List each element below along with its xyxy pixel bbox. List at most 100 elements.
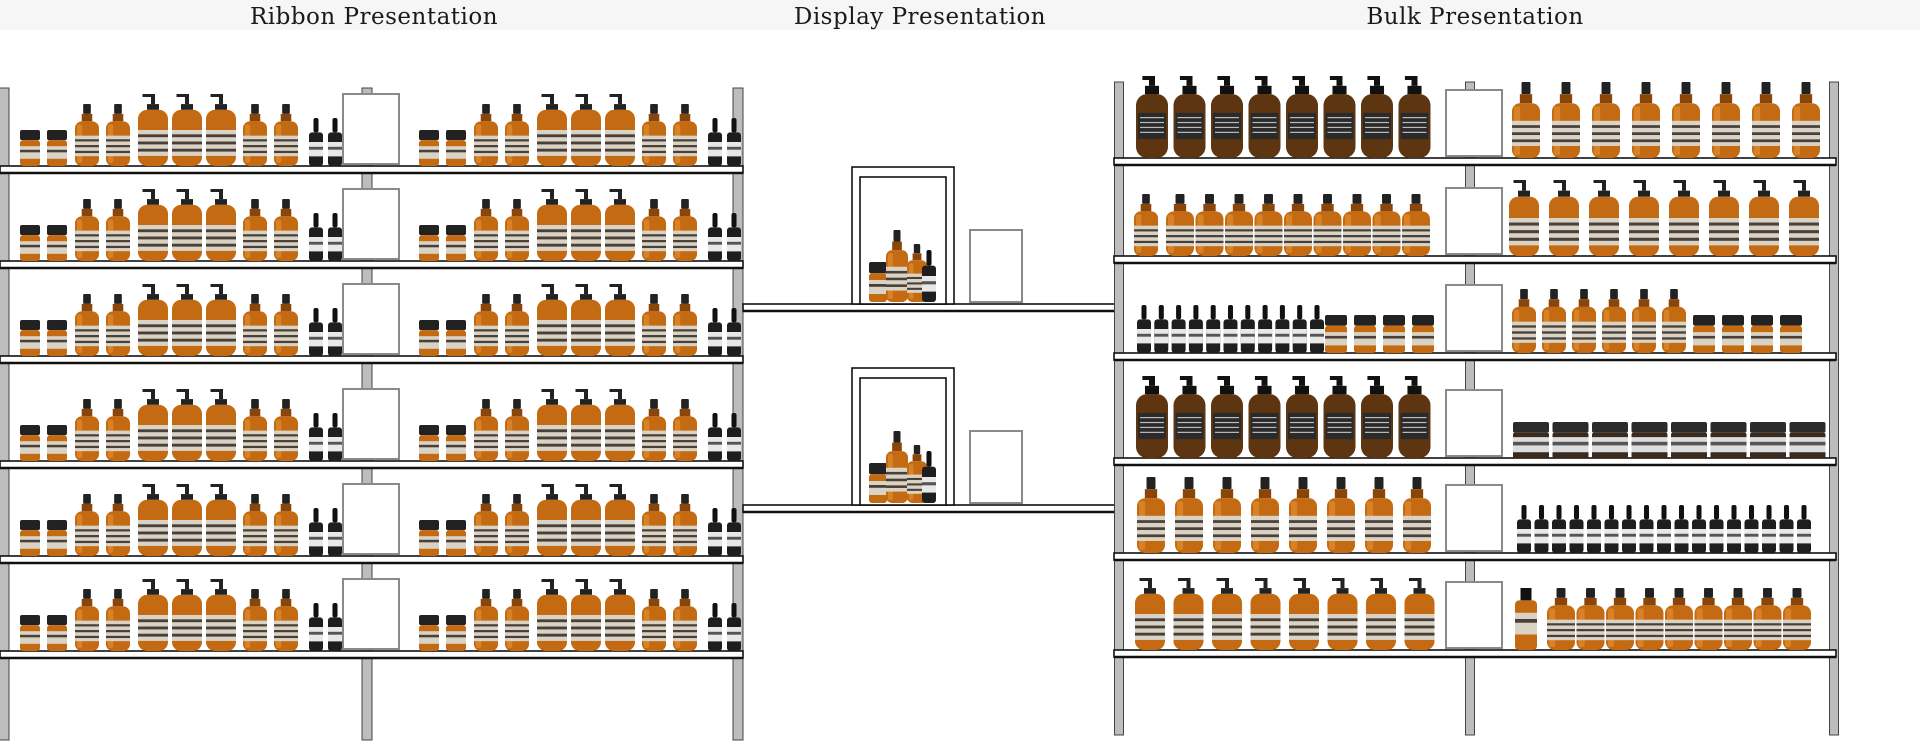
dropper-bottle-icon — [1762, 505, 1776, 553]
amber-bottle-icon — [505, 199, 529, 261]
pump-bottle-icon — [1589, 180, 1619, 256]
pump-bottle-icon — [1173, 376, 1206, 458]
dropper-bottle-icon — [922, 451, 936, 503]
amber-bottle-icon — [1137, 477, 1165, 553]
amber-bottle-icon — [1402, 194, 1430, 256]
dropper-bottle-icon — [1709, 505, 1724, 553]
display-card — [969, 430, 1023, 504]
amber-bottle-icon — [274, 199, 298, 261]
amber-bottle-icon — [673, 199, 697, 261]
pump-bottle-icon — [605, 189, 635, 261]
pump-bottle-icon — [172, 284, 202, 356]
amber-bottle-icon — [243, 294, 267, 356]
amber-bottle-icon — [1365, 477, 1393, 553]
jar-icon — [1722, 315, 1744, 353]
jar-icon — [446, 520, 466, 556]
amber-bottle-icon — [1592, 82, 1620, 158]
jar-icon — [446, 615, 466, 651]
dropper-bottle-icon — [727, 413, 741, 461]
dropper-bottle-icon — [328, 603, 342, 651]
pump-bottle-icon — [571, 579, 601, 651]
tube-icon — [1515, 588, 1537, 650]
jar-icon — [1710, 422, 1747, 458]
dropper-bottle-icon — [1727, 505, 1741, 553]
amber-bottle-icon — [1213, 477, 1241, 553]
pump-bottle-icon — [172, 94, 202, 166]
amber-bottle-icon — [642, 294, 666, 356]
dropper-bottle-icon — [1657, 505, 1671, 553]
dropper-bottle-icon — [1692, 505, 1706, 553]
display-card — [342, 93, 400, 165]
jar-icon — [1513, 422, 1549, 458]
display-card — [1445, 89, 1503, 157]
amber-bottle-icon — [1694, 588, 1723, 650]
amber-bottle-icon — [474, 294, 498, 356]
amber-bottle-icon — [1195, 194, 1224, 256]
dropper-bottle-icon — [708, 118, 722, 166]
jar-icon — [446, 320, 466, 356]
pump-bottle-icon — [571, 94, 601, 166]
dropper-bottle-icon — [309, 508, 323, 556]
jar-icon — [1671, 422, 1707, 458]
amber-bottle-icon — [505, 104, 529, 166]
amber-bottle-icon — [1712, 82, 1740, 158]
amber-bottle-icon — [1327, 477, 1355, 553]
dropper-bottle-icon — [708, 508, 722, 556]
jar-icon — [419, 520, 439, 556]
dropper-bottle-icon — [1275, 305, 1290, 353]
display-card — [1445, 187, 1503, 255]
amber-bottle-icon — [274, 494, 298, 556]
jar-icon — [1552, 422, 1589, 458]
dropper-bottle-icon — [727, 603, 741, 651]
amber-bottle-icon — [474, 494, 498, 556]
dropper-bottle-icon — [727, 508, 741, 556]
ribbon-section-title: Ribbon Presentation — [249, 4, 499, 30]
jar-icon — [47, 615, 67, 651]
amber-bottle-icon — [886, 230, 908, 302]
dropper-bottle-icon — [1154, 305, 1169, 353]
jar-icon — [1383, 315, 1405, 353]
pump-bottle-icon — [1173, 76, 1206, 158]
jar-icon — [20, 520, 40, 556]
pump-bottle-icon — [138, 94, 168, 166]
jar-icon — [1412, 315, 1434, 353]
pump-bottle-icon — [1509, 180, 1539, 256]
pump-bottle-icon — [1286, 76, 1318, 158]
amber-bottle-icon — [75, 494, 99, 556]
amber-bottle-icon — [1372, 194, 1401, 256]
pump-bottle-icon — [571, 484, 601, 556]
pump-bottle-icon — [605, 484, 635, 556]
amber-bottle-icon — [673, 399, 697, 461]
dropper-bottle-icon — [1604, 505, 1619, 553]
pump-bottle-icon — [605, 94, 635, 166]
jar-icon — [869, 262, 887, 302]
amber-bottle-icon — [673, 294, 697, 356]
amber-bottle-icon — [1251, 477, 1279, 553]
amber-bottle-icon — [1606, 588, 1634, 650]
pump-bottle-icon — [1136, 376, 1168, 458]
dropper-bottle-icon — [328, 308, 342, 356]
pump-bottle-icon — [1250, 578, 1281, 650]
amber-bottle-icon — [1752, 82, 1780, 158]
amber-bottle-icon — [474, 199, 498, 261]
amber-bottle-icon — [1343, 194, 1371, 256]
pump-bottle-icon — [571, 284, 601, 356]
display-card — [1445, 284, 1503, 352]
pump-bottle-icon — [605, 284, 635, 356]
pump-bottle-icon — [172, 579, 202, 651]
pump-bottle-icon — [206, 484, 236, 556]
amber-bottle-icon — [1665, 588, 1693, 650]
amber-bottle-icon — [1403, 477, 1431, 553]
amber-bottle-icon — [75, 199, 99, 261]
amber-bottle-icon — [1284, 194, 1312, 256]
amber-bottle-icon — [1632, 289, 1656, 353]
dropper-bottle-icon — [328, 508, 342, 556]
pump-bottle-icon — [571, 389, 601, 461]
pump-bottle-icon — [1709, 180, 1739, 256]
pump-bottle-icon — [1212, 578, 1242, 650]
amber-bottle-icon — [274, 104, 298, 166]
display-card — [969, 229, 1023, 303]
jar-icon — [20, 130, 40, 166]
jar-icon — [446, 425, 466, 461]
